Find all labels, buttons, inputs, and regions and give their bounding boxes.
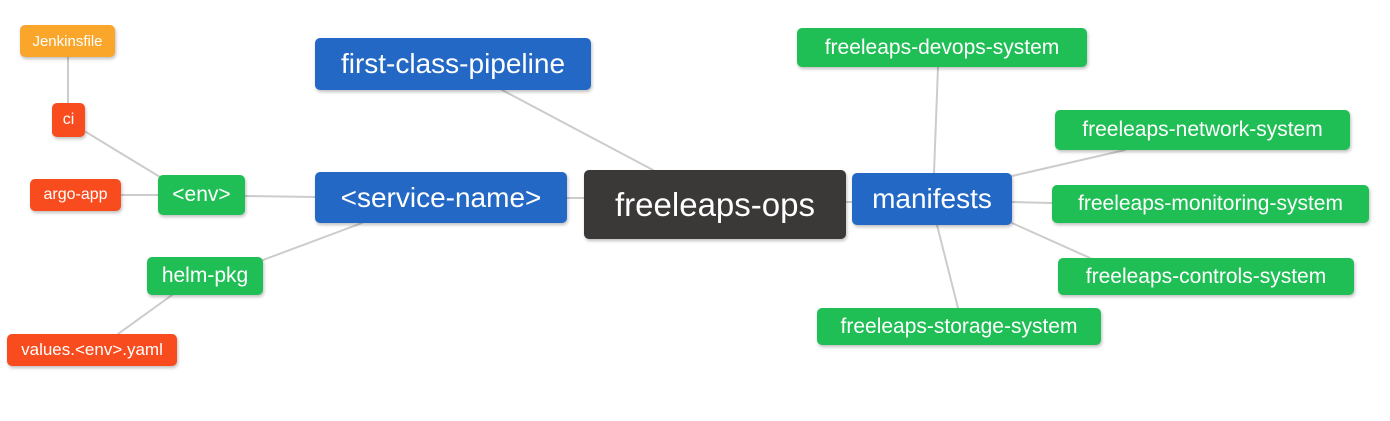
node-freeleaps-network-system[interactable]: freeleaps-network-system — [1055, 110, 1350, 150]
edge-first-class-pipeline-freeleaps-ops — [501, 89, 654, 171]
node-helm-pkg[interactable]: helm-pkg — [147, 257, 263, 295]
node-ci-label: ci — [62, 111, 75, 128]
edge-manifests-monitoring-system — [1011, 201, 1053, 204]
edge-ci-env — [85, 131, 161, 178]
node-freeleaps-controls-system-label: freeleaps-controls-system — [1085, 264, 1327, 288]
edge-env-service-name — [244, 195, 316, 198]
node-env-label: <env> — [172, 183, 231, 206]
node-freeleaps-ops-root[interactable]: freeleaps-ops — [584, 170, 846, 239]
node-values-env-yaml-label: values.<env>.yaml — [21, 340, 163, 359]
node-helm-pkg-label: helm-pkg — [161, 264, 249, 287]
node-first-class-pipeline[interactable]: first-class-pipeline — [315, 38, 591, 90]
edge-manifests-controls-system — [1011, 222, 1091, 259]
node-freeleaps-storage-system-label: freeleaps-storage-system — [840, 314, 1078, 338]
node-env[interactable]: <env> — [158, 175, 245, 215]
edge-manifests-network-system — [1011, 149, 1126, 177]
node-values-env-yaml[interactable]: values.<env>.yaml — [7, 334, 177, 366]
node-freeleaps-devops-system[interactable]: freeleaps-devops-system — [797, 28, 1087, 67]
node-freeleaps-devops-system-label: freeleaps-devops-system — [824, 35, 1060, 59]
node-jenkinsfile-label: Jenkinsfile — [32, 32, 103, 50]
node-freeleaps-controls-system[interactable]: freeleaps-controls-system — [1058, 258, 1354, 295]
edge-helm-pkg-service-name — [262, 222, 363, 261]
edge-values-yaml-helm-pkg — [117, 294, 173, 335]
node-freeleaps-ops-label: freeleaps-ops — [615, 185, 815, 223]
node-argo-app-label: argo-app — [43, 186, 108, 203]
node-argo-app[interactable]: argo-app — [30, 179, 121, 211]
node-freeleaps-monitoring-system[interactable]: freeleaps-monitoring-system — [1052, 185, 1369, 223]
node-first-class-pipeline-label: first-class-pipeline — [340, 48, 566, 79]
edge-manifests-devops-system — [933, 66, 939, 174]
node-freeleaps-storage-system[interactable]: freeleaps-storage-system — [817, 308, 1101, 345]
node-freeleaps-monitoring-system-label: freeleaps-monitoring-system — [1078, 192, 1343, 215]
node-service-name[interactable]: <service-name> — [315, 172, 567, 223]
node-manifests[interactable]: manifests — [852, 173, 1012, 225]
node-ci[interactable]: ci — [52, 103, 85, 137]
node-manifests-label: manifests — [872, 183, 992, 214]
node-service-name-label: <service-name> — [340, 181, 542, 213]
node-jenkinsfile[interactable]: Jenkinsfile — [20, 25, 115, 57]
node-freeleaps-network-system-label: freeleaps-network-system — [1082, 118, 1323, 141]
edge-manifests-storage-system — [936, 224, 959, 309]
